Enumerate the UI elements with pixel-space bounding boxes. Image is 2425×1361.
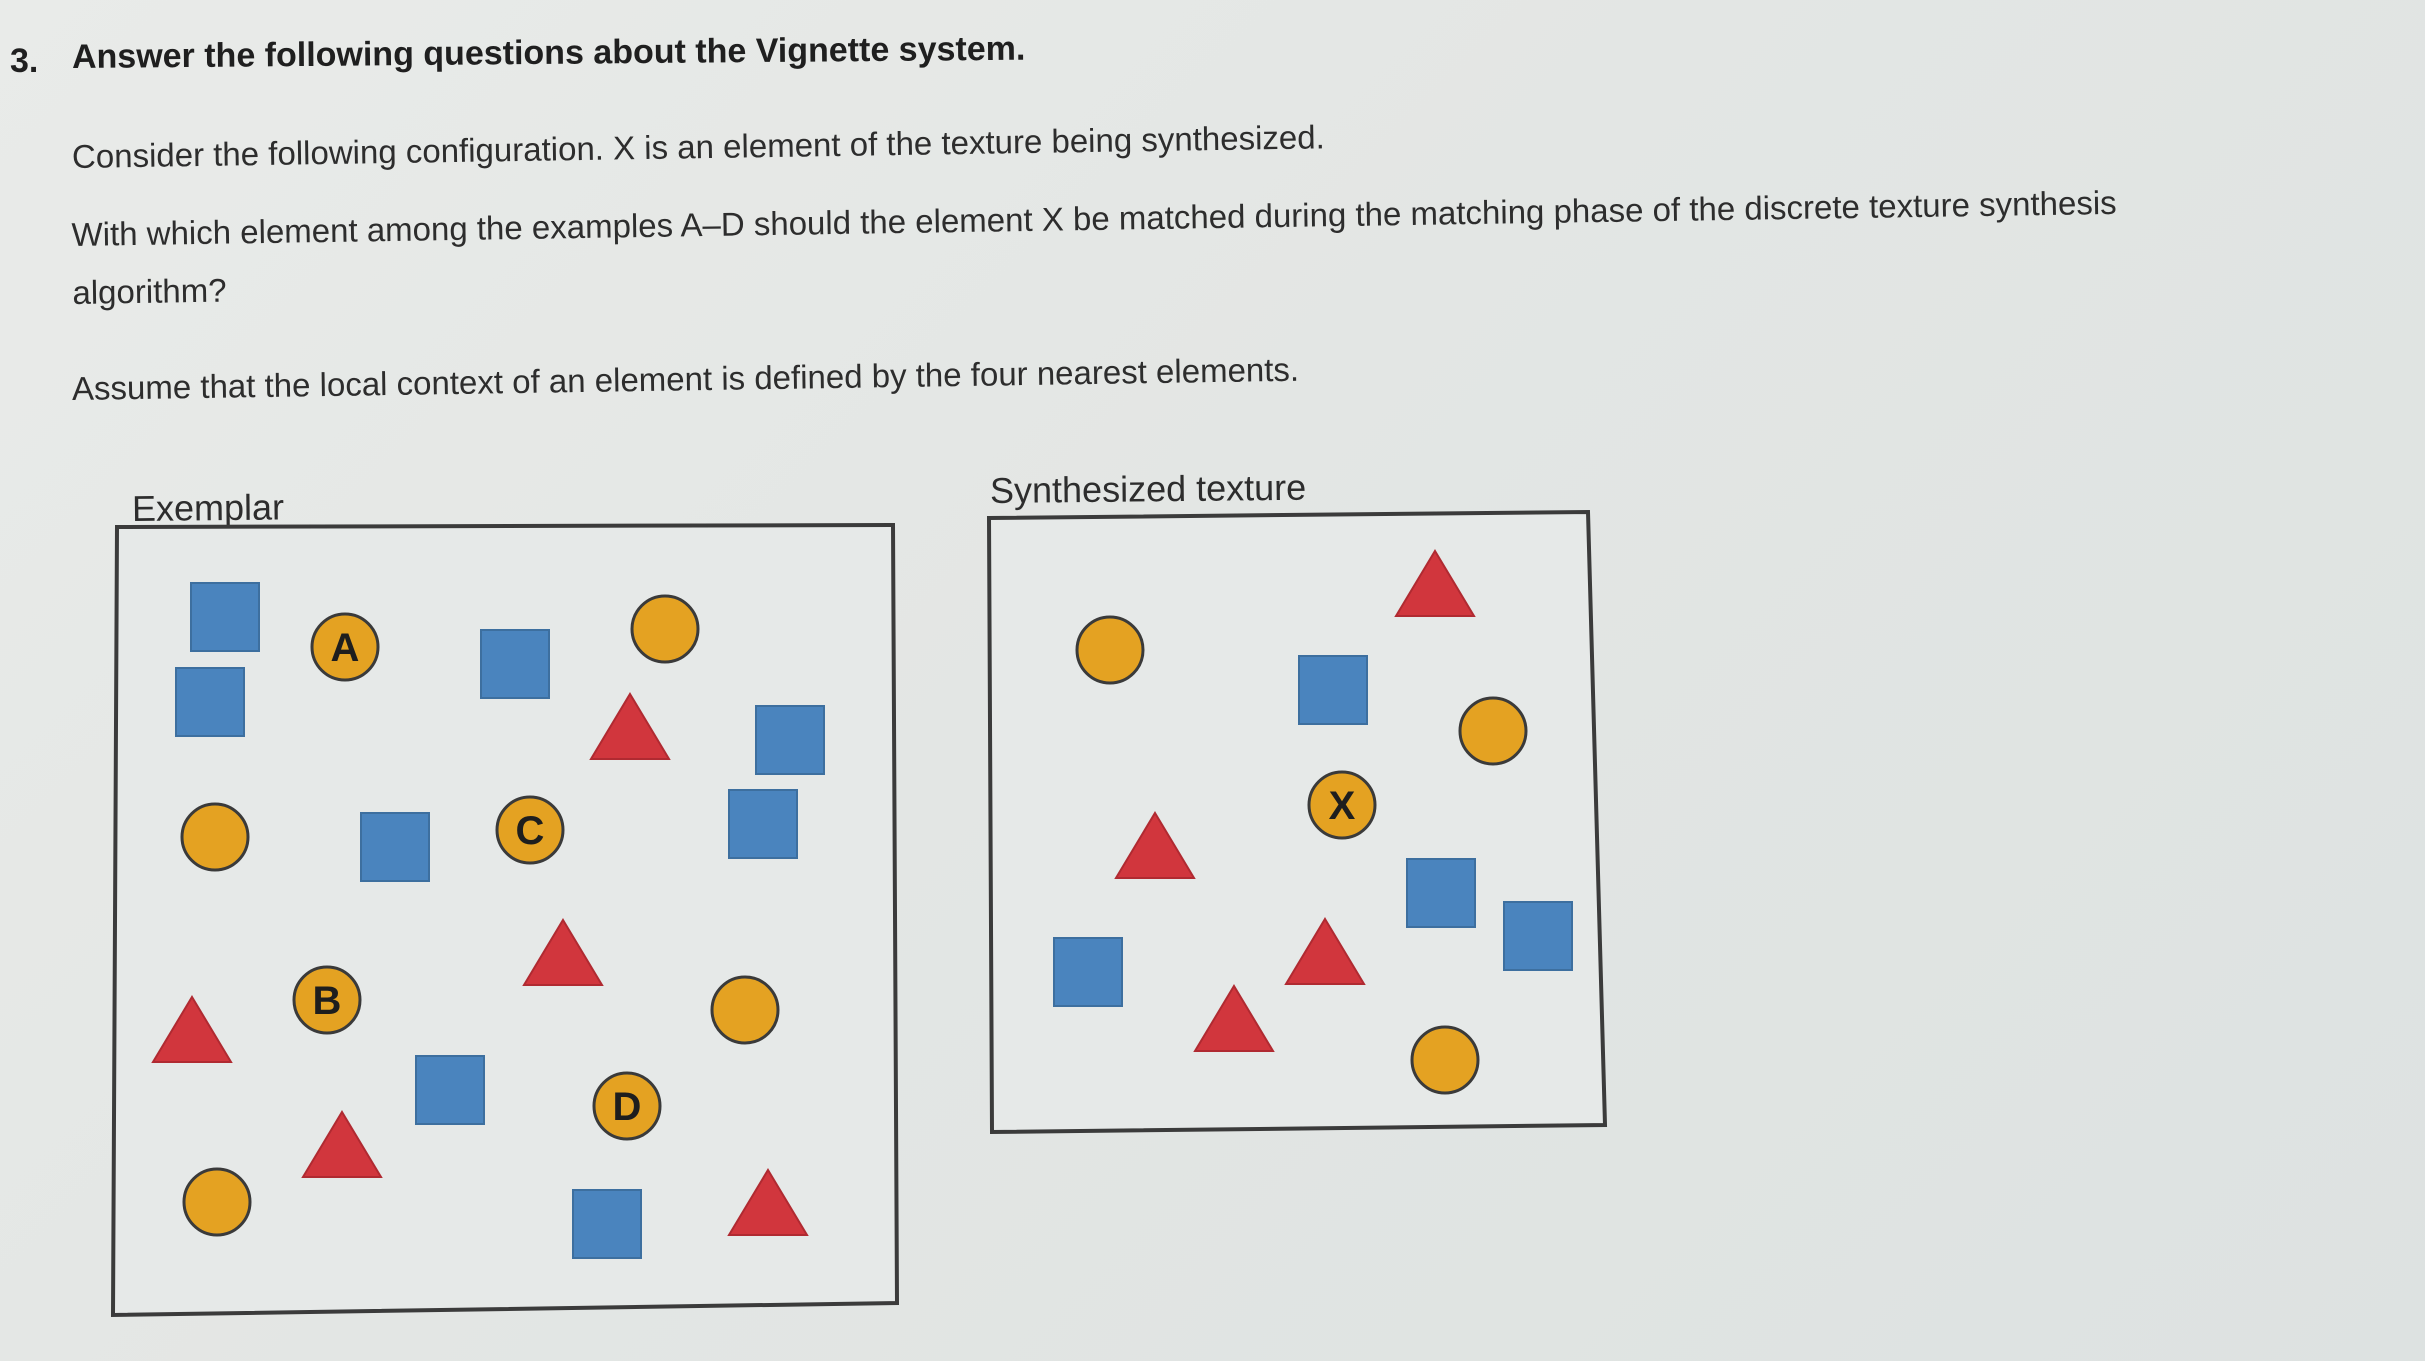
synthesized-square — [1298, 655, 1368, 725]
synthesized-circle — [1075, 615, 1145, 685]
synthesized-triangle — [1394, 549, 1476, 617]
exemplar-square — [415, 1055, 485, 1125]
synthesized-element-label: X — [1329, 784, 1356, 828]
synthesized-circle-x: X — [1307, 770, 1377, 840]
exemplar-circle-a: A — [310, 612, 380, 682]
synthesized-triangle — [1284, 917, 1366, 985]
exemplar-triangle — [301, 1110, 383, 1178]
exemplar-triangle — [727, 1168, 809, 1236]
synthesized-frame — [986, 509, 1608, 1135]
synthesized-square — [1406, 858, 1476, 928]
exemplar-square — [572, 1189, 642, 1259]
exemplar-frame — [110, 522, 900, 1318]
exemplar-triangle — [522, 918, 604, 986]
exemplar-circle-c: C — [495, 795, 565, 865]
exemplar-triangle — [151, 995, 233, 1063]
question-title: Answer the following questions about the… — [71, 29, 1026, 76]
exemplar-circle — [630, 594, 700, 664]
exemplar-circle — [180, 802, 250, 872]
question-number: 3. — [10, 42, 39, 80]
exemplar-circle-d: D — [592, 1071, 662, 1141]
exemplar-square — [360, 812, 430, 882]
synthesized-square — [1053, 937, 1123, 1007]
exemplar-square — [480, 629, 550, 699]
exemplar-panel: A C B D — [110, 522, 900, 1318]
synthesized-texture-label: Synthesized texture — [989, 466, 1307, 511]
synthesized-texture-panel: X — [986, 509, 1608, 1135]
synthesized-square — [1503, 901, 1573, 971]
exemplar-element-label: D — [613, 1085, 642, 1129]
exemplar-square — [728, 789, 798, 859]
exemplar-element-label: C — [516, 809, 545, 853]
synthesized-circle — [1458, 696, 1528, 766]
matching-question-text: With which element among the examples A–… — [71, 183, 2117, 311]
exemplar-circle-b: B — [292, 965, 362, 1035]
synthesized-triangle — [1193, 984, 1275, 1052]
local-context-text: Assume that the local context of an elem… — [71, 350, 1300, 407]
exemplar-circle — [182, 1167, 252, 1237]
exemplar-square — [175, 667, 245, 737]
configuration-text: Consider the following configuration. X … — [71, 118, 1326, 175]
synthesized-elements: X — [1053, 549, 1573, 1095]
exemplar-elements: A C B D — [151, 582, 825, 1259]
exemplar-triangle — [589, 692, 671, 760]
exemplar-square — [755, 705, 825, 775]
exemplar-element-label: A — [331, 626, 360, 670]
exemplar-circle — [710, 975, 780, 1045]
synthesized-circle — [1410, 1025, 1480, 1095]
synthesized-triangle — [1114, 811, 1196, 879]
exemplar-square — [190, 582, 260, 652]
exemplar-element-label: B — [313, 979, 342, 1023]
